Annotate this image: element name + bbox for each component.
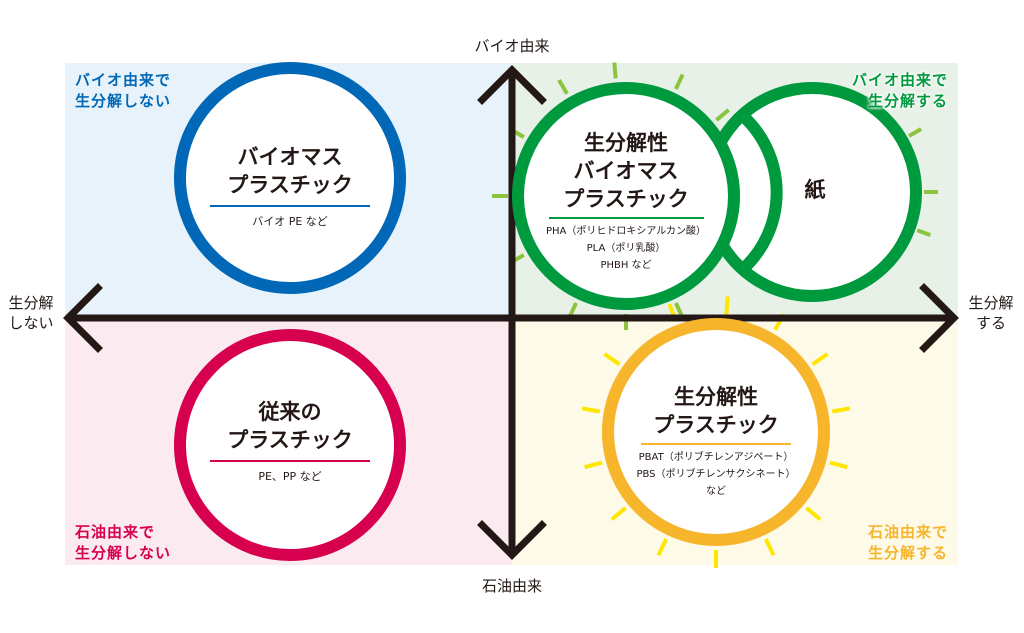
green-ray bbox=[715, 108, 730, 122]
yellow-ray bbox=[610, 506, 627, 521]
axes bbox=[63, 65, 959, 560]
yellow-ray bbox=[603, 352, 621, 366]
label-petro-nonbiodegradable: 石油由来で生分解しない bbox=[75, 523, 172, 562]
yellow-ray bbox=[764, 538, 776, 557]
label-bio-nonbiodegradable: バイオ由来で生分解しない bbox=[75, 71, 172, 110]
conventional-plastic-text: 従来の プラスチック PE、PP など bbox=[200, 398, 380, 485]
label-petro-biodegradable: 石油由来で生分解する bbox=[867, 523, 948, 562]
arrow-up-icon bbox=[477, 65, 547, 105]
yellow-ray bbox=[724, 296, 730, 315]
biodegradable-plastic-text: 生分解性 プラスチック PBAT（ポリブチレンアジペート） PBS（ポリブチレン… bbox=[636, 385, 796, 497]
paper-label: 紙 bbox=[804, 178, 826, 202]
yellow-ray bbox=[829, 460, 848, 470]
biomass-circle bbox=[174, 62, 406, 294]
yellow-ray bbox=[811, 352, 829, 366]
biodegradable-circle bbox=[602, 318, 830, 546]
green-ray bbox=[557, 78, 569, 95]
green-ray bbox=[674, 73, 685, 90]
yellow-ray bbox=[584, 460, 603, 470]
yellow-ray bbox=[831, 406, 851, 414]
axis-label-bio: バイオ由来 bbox=[474, 37, 550, 55]
biomass-plastic-text: バイオマス プラスチック バイオ PE など bbox=[200, 143, 380, 230]
arrow-right-icon bbox=[919, 283, 959, 353]
conventional-circle bbox=[174, 329, 406, 561]
green-ray bbox=[916, 228, 932, 237]
axis-label-nonbiodegradable: 生分解しない bbox=[8, 294, 54, 332]
axis-label-petro: 石油由来 bbox=[481, 577, 542, 595]
paper-circle-overlap bbox=[737, 110, 783, 275]
label-bio-biodegradable: バイオ由来で生分解する bbox=[851, 71, 948, 110]
axis-label-biodegradable: 生分解する bbox=[968, 294, 1014, 332]
arrow-left-icon bbox=[63, 283, 103, 353]
yellow-ray bbox=[581, 406, 601, 414]
arrow-down-icon bbox=[477, 520, 547, 560]
green-ray bbox=[612, 62, 618, 79]
bio-biodegradable-circle bbox=[512, 82, 740, 310]
bio-biodegradable-plastic-text: 生分解性 バイオマス プラスチック PHA（ポリヒドロキシアルカン酸） PLA（… bbox=[546, 131, 706, 271]
green-ray bbox=[907, 127, 923, 138]
yellow-ray bbox=[805, 506, 822, 521]
yellow-ray bbox=[656, 538, 668, 557]
